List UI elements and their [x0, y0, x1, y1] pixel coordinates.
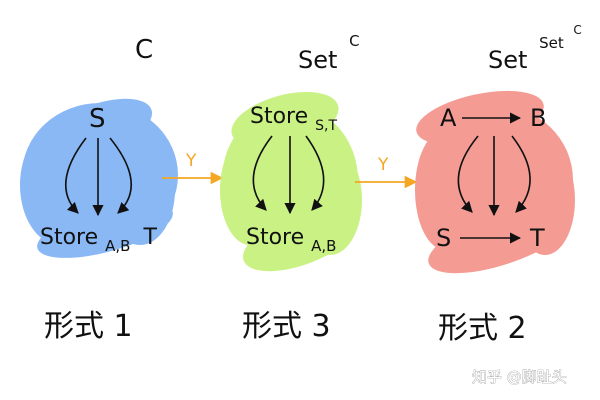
panel-2-bottom-sub: A,B — [311, 237, 336, 255]
panel-3-category-sup2: C — [573, 23, 581, 37]
panel-3-top-row: A B — [440, 104, 546, 132]
panel-3-category-label: Set Set C — [488, 23, 582, 74]
panel-3-top-left-object: A — [440, 104, 457, 132]
panel-3-morphism-arrows — [457, 135, 531, 217]
panel-3-bottom-right-object: T — [529, 224, 545, 252]
functor-label-2: Y — [377, 155, 389, 175]
panel-1-bottom-right: T — [142, 225, 157, 250]
panel-1-bottom-object: Store A,B T — [40, 225, 157, 257]
panel-3-scribble-blob — [415, 90, 575, 274]
panel-1-left-arrow — [65, 137, 87, 214]
panel-3-category-sup: Set — [539, 34, 564, 52]
panel-3-left-arrow — [457, 135, 479, 213]
functor-arrow-1: Y — [162, 151, 224, 185]
panel-2-right-arrow — [305, 135, 325, 211]
panel-2-top-main: Store — [250, 104, 308, 129]
panel-1-scribble-blob — [20, 98, 178, 258]
panel-1-morphism-arrows — [65, 137, 132, 217]
panel-1-top-object: S — [89, 104, 106, 134]
panel-1-category-label: C — [135, 35, 153, 65]
panel-2-scribble-blob — [220, 91, 362, 272]
panel-2-top-object: Store S,T — [250, 104, 337, 134]
panel-2-bottom-object: Store A,B — [246, 225, 336, 255]
panel-2-left-arrow — [252, 135, 273, 211]
panel-2-category-label: Set C — [298, 32, 360, 74]
panel-form-1: C S Store A,B T 形式 1 — [20, 35, 178, 344]
panel-2-morphism-arrows — [252, 135, 325, 215]
panel-3-bottom-row: S T — [436, 224, 545, 252]
panel-form-2: Set Set C A B S T 形式 2 — [415, 23, 582, 346]
panel-2-bottom-main: Store — [246, 225, 304, 250]
panel-1-right-arrow — [109, 137, 132, 214]
panel-3-top-right-object: B — [530, 104, 546, 132]
panel-2-category-main: Set — [298, 46, 337, 74]
functor-arrow-2: Y — [355, 155, 418, 189]
panel-3-caption: 形式 2 — [438, 311, 527, 346]
panel-3-bottom-left-object: S — [436, 224, 451, 252]
panel-2-top-sub: S,T — [315, 118, 337, 134]
watermark-text: 知乎 @脚趾头 — [472, 368, 567, 386]
panel-2-caption: 形式 3 — [242, 309, 331, 344]
panel-form-3: Set C Store S,T Store A,B 形式 3 — [220, 32, 362, 344]
panel-1-bottom-sub: A,B — [105, 237, 130, 255]
functor-label-1: Y — [185, 151, 197, 171]
panel-2-category-sup: C — [349, 32, 359, 50]
panel-3-right-arrow — [511, 135, 531, 213]
panel-1-caption: 形式 1 — [44, 309, 133, 344]
panel-1-bottom-main: Store — [40, 225, 98, 250]
panel-3-category-main: Set — [488, 46, 527, 74]
